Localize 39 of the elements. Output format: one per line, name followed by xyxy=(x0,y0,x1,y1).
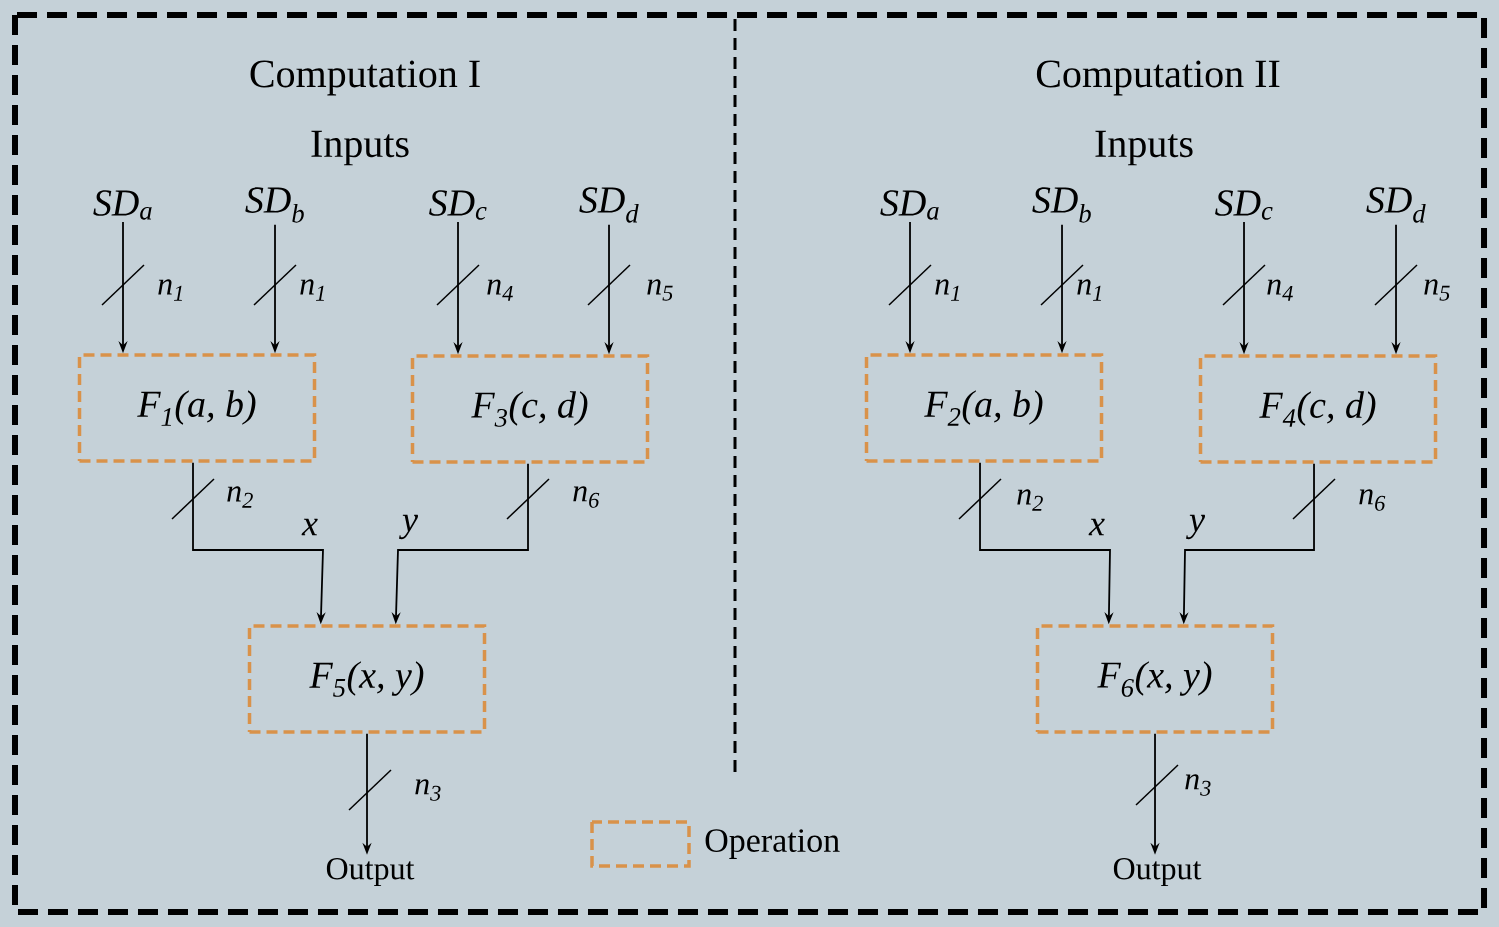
edge-label: n$_{5}$ xyxy=(647,279,673,301)
edge-label: n$_{1}$ xyxy=(1077,279,1101,301)
input-label: SD$_{b}$ xyxy=(1032,187,1091,223)
edge-label: n$_{3}$ xyxy=(415,779,441,801)
edge-label: n$_{2}$ xyxy=(1017,489,1043,511)
edge-label: n$_{2}$ xyxy=(227,486,253,508)
variable-label: x xyxy=(301,518,318,536)
operation-box: F$_{1}$(a, b) xyxy=(77,353,317,463)
operation-box: F$_{2}$(a, b) xyxy=(864,353,1104,463)
edge-label: n$_{1}$ xyxy=(300,279,324,301)
input-label: SD$_{c}$ xyxy=(429,190,487,220)
edge-label: n$_{6}$ xyxy=(1359,489,1386,511)
edge-label: n$_{1}$ xyxy=(158,279,182,301)
legend-label: Operation xyxy=(705,829,840,859)
edge-label: n$_{6}$ xyxy=(573,486,600,508)
input-label: SD$_{d}$ xyxy=(1366,187,1426,223)
input-label: SD$_{a}$ xyxy=(93,190,152,220)
operation-box: F$_{6}$(x, y) xyxy=(1035,624,1275,734)
panel-title: Computation I xyxy=(250,60,480,96)
input-label: SD$_{a}$ xyxy=(880,190,939,220)
panel-title: Computation II xyxy=(1036,60,1280,96)
edge-label: n$_{4}$ xyxy=(487,279,513,301)
output-label: Output xyxy=(1113,858,1202,886)
variable-label: y xyxy=(399,514,418,540)
edge-label: n$_{1}$ xyxy=(935,279,959,301)
edge-label: n$_{5}$ xyxy=(1424,279,1450,301)
input-label: SD$_{d}$ xyxy=(579,187,639,223)
inputs-heading: Inputs xyxy=(311,130,409,166)
input-label: SD$_{c}$ xyxy=(1215,190,1273,220)
input-label: SD$_{b}$ xyxy=(245,187,304,223)
inputs-heading: Inputs xyxy=(1095,130,1193,166)
output-label: Output xyxy=(326,858,415,886)
edge-label: n$_{4}$ xyxy=(1267,279,1293,301)
operation-box: F$_{4}$(c, d) xyxy=(1198,354,1438,464)
variable-label: x xyxy=(1088,518,1105,536)
operation-box: F$_{5}$(x, y) xyxy=(247,624,487,734)
edge-label: n$_{3}$ xyxy=(1185,774,1211,796)
variable-label: y xyxy=(1186,514,1205,540)
operation-box: F$_{3}$(c, d) xyxy=(410,354,650,464)
